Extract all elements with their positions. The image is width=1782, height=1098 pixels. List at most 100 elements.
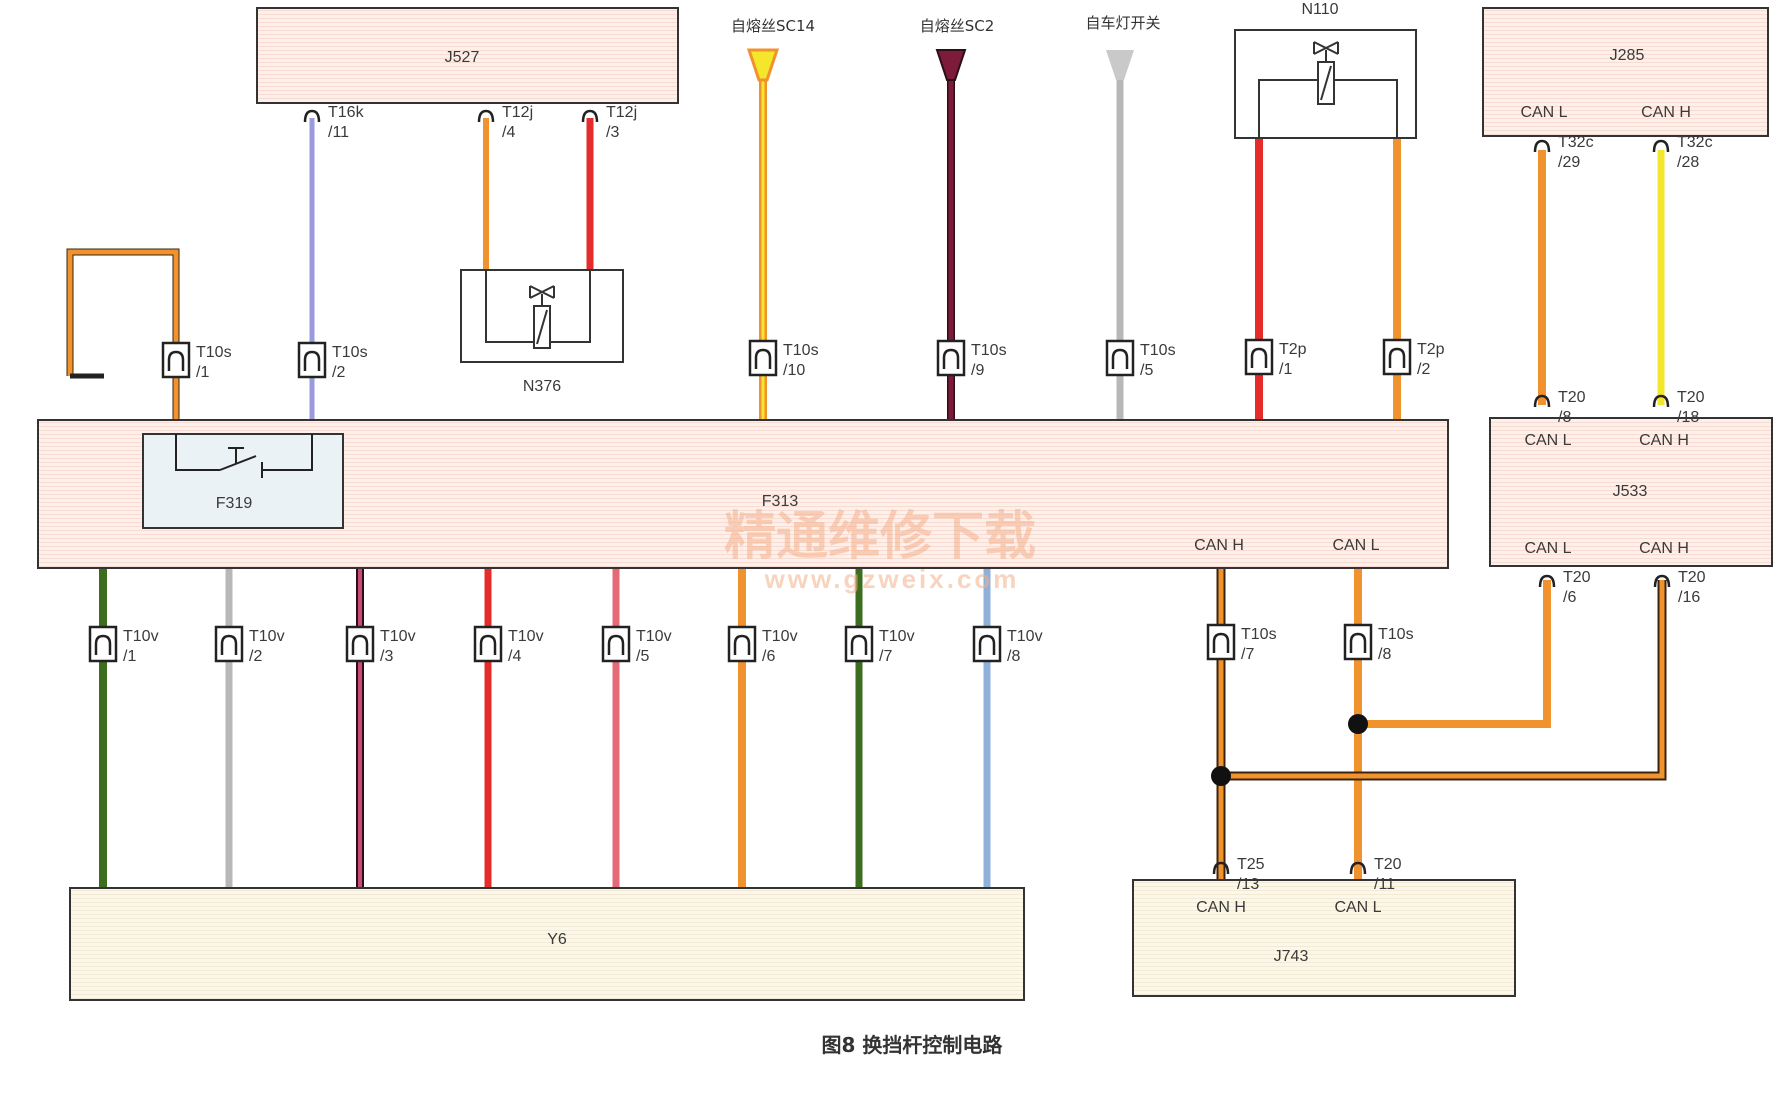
connector-socket (978, 634, 996, 655)
connector-cup (581, 109, 599, 123)
watermark-url: www.gzweix.com (764, 564, 1020, 594)
connector-t20-11: T20/11 (1349, 856, 1402, 893)
connector-housing (748, 339, 778, 377)
j285-can-l-label: CAN L (1520, 104, 1567, 121)
connector-housing (1382, 338, 1412, 376)
connector-socket (303, 350, 321, 371)
connector-t2p-1: T2p/1 (1244, 338, 1307, 378)
connector-housing (161, 341, 191, 379)
pin-connector-label: T10s (971, 342, 1007, 359)
pin-number-label: /3 (606, 124, 619, 141)
pin-number-label: /4 (508, 648, 521, 665)
pin-connector-label: T25 (1237, 856, 1265, 873)
f313-can-h-label: CAN H (1194, 537, 1244, 554)
fuse-sc14-label: 自熔丝SC14 (731, 17, 815, 35)
pin-number-label: /8 (1558, 409, 1571, 426)
connector-socket (1250, 347, 1268, 368)
connector-t32c-29: T32c/29 (1533, 134, 1594, 171)
connector-t20-8: T20/8 (1533, 389, 1586, 426)
pin-number-label: /18 (1677, 409, 1699, 426)
connector-t10v-8: T10v/8 (972, 625, 1043, 665)
pin-connector-label: T12j (502, 104, 533, 121)
connector-housing (844, 625, 874, 663)
connector-housing (1105, 339, 1135, 377)
connector-t10v-6: T10v/6 (727, 625, 798, 665)
pin-connector-label: T2p (1279, 341, 1307, 358)
connector-socket (220, 634, 238, 655)
connector-t32c-28: T32c/28 (1652, 134, 1713, 171)
module-y6 (69, 887, 1025, 1001)
connector-t10s-5: T10s/5 (1105, 339, 1176, 379)
connector-socket (942, 348, 960, 369)
connector-t10s-2: T10s/2 (297, 341, 368, 381)
connector-t10s-10: T10s/10 (748, 339, 819, 379)
connector-t20-18: T20/18 (1652, 389, 1705, 426)
connector-t20-6: T20/6 (1538, 569, 1591, 606)
pin-number-label: /11 (328, 124, 349, 141)
connector-t10v-5: T10v/5 (601, 625, 672, 665)
connector-housing (601, 625, 631, 663)
connector-socket (733, 634, 751, 655)
connector-cup (1212, 861, 1230, 875)
pin-connector-label: T10s (1378, 626, 1414, 643)
connector-socket (850, 634, 868, 655)
pin-number-label: /9 (971, 362, 984, 379)
pin-connector-label: T10v (636, 628, 672, 645)
connector-t12j-4: T12j/4 (477, 104, 533, 141)
n376-solenoid-symbol (485, 270, 591, 349)
j533-can-l-top-label: CAN L (1524, 432, 1571, 449)
connector-housing (88, 625, 118, 663)
pin-number-label: /2 (249, 648, 262, 665)
connector-housing (214, 625, 244, 663)
connector-cup (1538, 574, 1556, 588)
pin-connector-label: T2p (1417, 341, 1445, 358)
j743-can-h-label: CAN H (1196, 899, 1246, 916)
connector-t10v-7: T10v/7 (844, 625, 915, 665)
pin-number-label: /5 (1140, 362, 1153, 379)
pin-number-label: /7 (879, 648, 892, 665)
module-f319-label: F319 (216, 495, 253, 512)
pin-number-label: /8 (1007, 648, 1020, 665)
pin-number-label: /1 (1279, 361, 1292, 378)
connector-housing (972, 625, 1002, 663)
pin-connector-label: T10v (123, 628, 159, 645)
connector-cup (1349, 861, 1367, 875)
connector-t25-13: T25/13 (1212, 856, 1265, 893)
pin-connector-label: T10v (762, 628, 798, 645)
connector-t10v-2: T10v/2 (214, 625, 285, 665)
j533-can-h-bottom-label: CAN H (1639, 540, 1689, 557)
pin-number-label: /11 (1374, 876, 1395, 893)
connector-housing (1343, 623, 1373, 661)
connector-socket (1212, 632, 1230, 653)
module-n110-label: N110 (1301, 1, 1338, 18)
module-j743-label: J743 (1274, 948, 1309, 965)
pin-connector-label: T16k (328, 104, 365, 121)
module-j743 (1132, 879, 1516, 997)
connector-socket (94, 634, 112, 655)
connector-cup (303, 109, 321, 123)
pin-connector-label: T10v (508, 628, 544, 645)
fuse-sc2-marker (935, 49, 967, 81)
pin-connector-label: T10s (196, 344, 232, 361)
connector-socket (167, 350, 185, 371)
connector-t12j-3: T12j/3 (581, 104, 637, 141)
pin-connector-label: T32c (1558, 134, 1594, 151)
pin-connector-label: T20 (1677, 389, 1705, 406)
pin-number-label: /5 (636, 648, 649, 665)
pin-connector-label: T20 (1374, 856, 1402, 873)
pin-connector-label: T20 (1678, 569, 1706, 586)
junction-dot (1211, 766, 1231, 786)
module-n376-label: N376 (523, 378, 561, 395)
module-j527 (256, 7, 679, 104)
pin-number-label: /16 (1678, 589, 1700, 606)
pin-connector-label: T10v (380, 628, 416, 645)
pin-number-label: /6 (1563, 589, 1576, 606)
connector-t10s-9: T10s/9 (936, 339, 1007, 379)
pin-number-label: /4 (502, 124, 515, 141)
connector-t10v-3: T10v/3 (345, 625, 416, 665)
connector-cup (1652, 139, 1670, 153)
connector-cup (1533, 394, 1551, 408)
pin-connector-label: T10s (1241, 626, 1277, 643)
module-f313-label: F313 (762, 493, 799, 510)
